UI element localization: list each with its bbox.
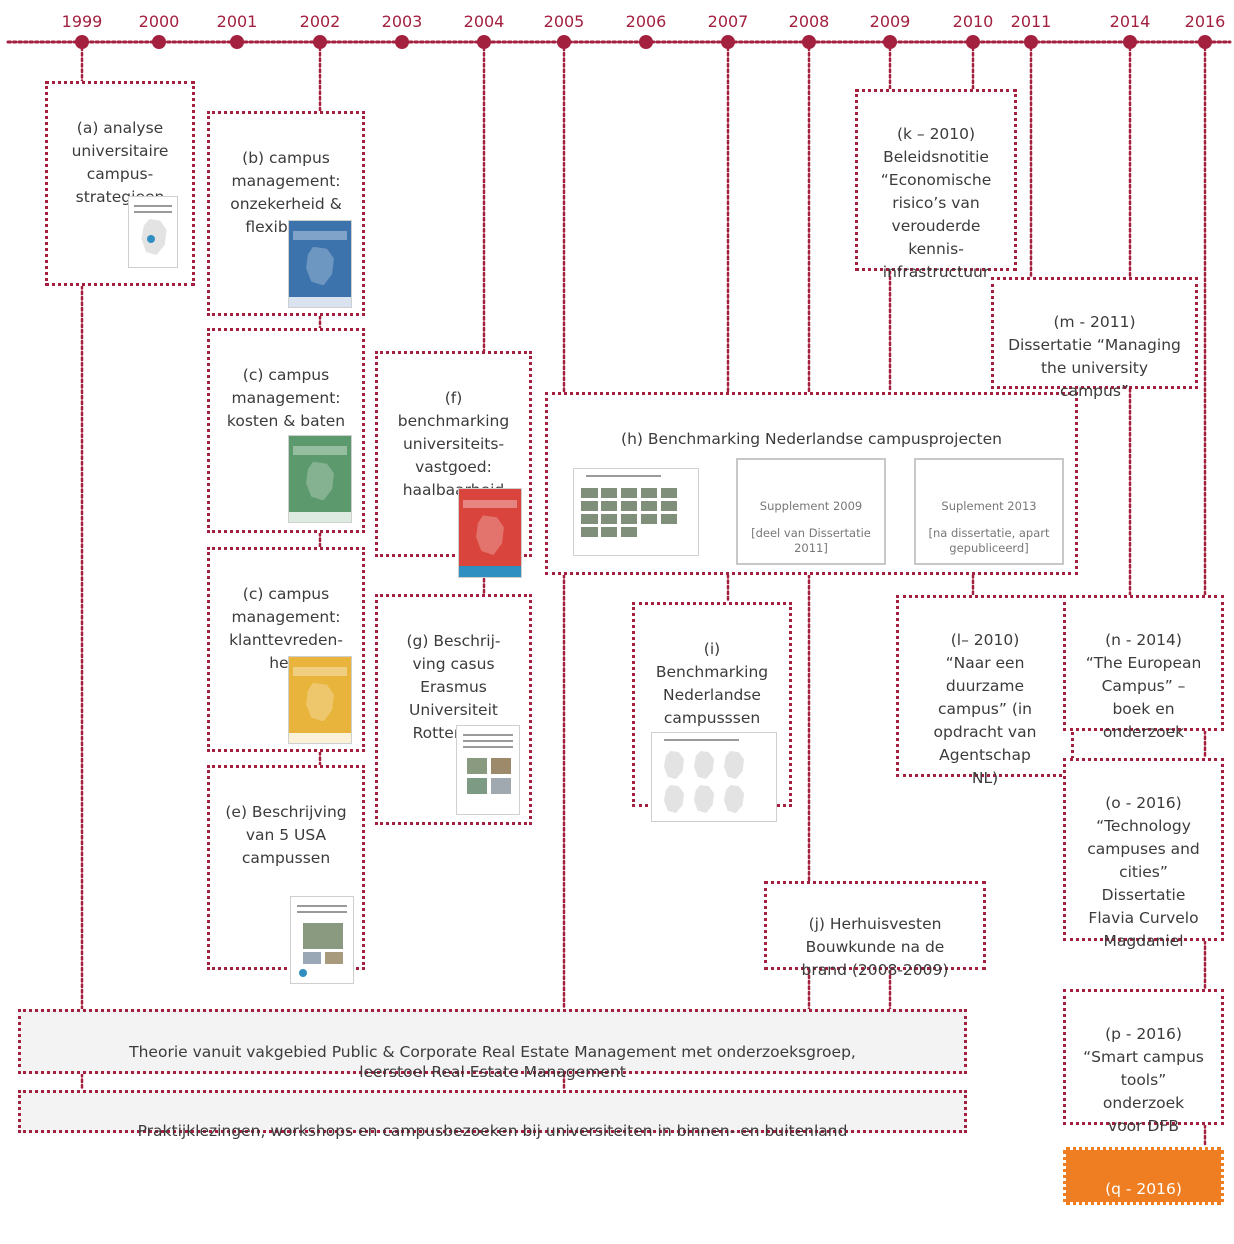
- box-f-benchmarking-feasibility: (f) benchmarking universiteits- vastgoed…: [375, 351, 532, 578]
- year-marker-2001: [230, 35, 244, 49]
- book-cover-c1: [288, 435, 352, 523]
- box-a-campus-strategy-analysis: (a) analyse universitaire campus- strate…: [45, 81, 195, 286]
- box-b-uncertainty-flexibility: (b) campus management: onzekerheid & fle…: [207, 111, 365, 316]
- box-c-customer-satisfaction: (c) campus management: klanttevreden- he…: [207, 547, 365, 752]
- box-o-text: (o - 2016) “Technology campuses and citi…: [1087, 794, 1200, 950]
- report-cover-g: [456, 725, 520, 815]
- year-label-2006: 2006: [625, 12, 667, 31]
- box-e-text: (e) Beschrijving van 5 USA campussen: [225, 803, 347, 867]
- supplement-2013-card: Suplement 2013 [na dissertatie, apart gep…: [914, 458, 1064, 565]
- book-cover-c2: [288, 656, 352, 744]
- year-label-2016: 2016: [1184, 12, 1226, 31]
- box-n-european-campus: (n - 2014) “The European Campus” – boek …: [1063, 595, 1224, 741]
- year-label-2009: 2009: [869, 12, 911, 31]
- box-k-policy-note: (k – 2010) Beleidsnotitie “Economische r…: [855, 89, 1017, 281]
- year-marker-2000: [152, 35, 166, 49]
- year-marker-2007: [721, 35, 735, 49]
- year-marker-2008: [802, 35, 816, 49]
- book-cover-b: [288, 220, 352, 308]
- box-n-text: (n - 2014) “The European Campus” – boek …: [1085, 631, 1202, 741]
- box-l-sustainable-campus: (l– 2010) “Naar een duurzame campus” (in…: [896, 595, 1074, 787]
- box-f-text: (f) benchmarking universiteits- vastgoed…: [397, 389, 510, 499]
- box-k-text: (k – 2010) Beleidsnotitie “Economische r…: [880, 125, 992, 281]
- year-label-2007: 2007: [707, 12, 749, 31]
- box-e-usa-campuses: (e) Beschrijving van 5 USA campussen: [207, 765, 365, 984]
- year-marker-2006: [639, 35, 653, 49]
- year-marker-1999: [75, 35, 89, 49]
- report-cover-i: [651, 732, 777, 822]
- year-label-2001: 2001: [216, 12, 258, 31]
- box-c-costs-benefits: (c) campus management: kosten & baten: [207, 328, 365, 533]
- box-h-benchmarking-campus-projects: (h) Benchmarking Nederlandse campusproje…: [545, 392, 1078, 575]
- supplement-2013-note: [na dissertatie, apart gepubliceerd]: [928, 526, 1050, 555]
- band-theory-text: Theorie vanuit vakgebied Public & Corpor…: [129, 1043, 856, 1081]
- box-i-benchmarking-campuses: (i) Benchmarking Nederlandse campusssen: [632, 602, 792, 822]
- box-j-text: (j) Herhuisvesten Bouwkunde na de brand …: [801, 915, 949, 979]
- box-g-erasmus-case: (g) Beschrij- ving casus Erasmus Univers…: [375, 594, 532, 825]
- box-o-technology-campuses: (o - 2016) “Technology campuses and citi…: [1063, 758, 1224, 950]
- year-marker-2011: [1024, 35, 1038, 49]
- box-c2-text: (c) campus management: klanttevreden- he…: [229, 585, 343, 672]
- year-label-2000: 2000: [138, 12, 180, 31]
- box-m-text: (m - 2011) Dissertatie “Managing the uni…: [1008, 313, 1181, 400]
- year-marker-2004: [477, 35, 491, 49]
- band-theory: Theorie vanuit vakgebied Public & Corpor…: [18, 1009, 967, 1081]
- year-marker-2016: [1198, 35, 1212, 49]
- timeline-diagram: 1999 2000 2001 2002 2003 2004 2005 2006 …: [6, 12, 1232, 1220]
- year-marker-2014: [1123, 35, 1137, 49]
- supplement-2013-title: Suplement 2013: [941, 499, 1037, 513]
- book-cover-f: [458, 488, 522, 578]
- box-p-smart-campus-tools: (p - 2016) “Smart campus tools” onderzoe…: [1063, 989, 1224, 1135]
- year-label-2005: 2005: [543, 12, 585, 31]
- box-l-text: (l– 2010) “Naar een duurzame campus” (in…: [933, 631, 1037, 787]
- year-label-2014: 2014: [1109, 12, 1151, 31]
- box-i-text: (i) Benchmarking Nederlandse campusssen: [655, 640, 769, 727]
- box-h-text: (h) Benchmarking Nederlandse campusproje…: [621, 430, 1002, 448]
- supplement-2009-note: [deel van Dissertatie 2011]: [751, 526, 871, 555]
- year-label-2003: 2003: [381, 12, 423, 31]
- supplement-2009-card: Supplement 2009 [deel van Dissertatie 201…: [736, 458, 886, 565]
- report-cover-h: [573, 468, 699, 556]
- year-marker-2009: [883, 35, 897, 49]
- report-cover-a: [128, 196, 178, 268]
- supplement-2009-title: Supplement 2009: [759, 499, 863, 513]
- box-j-rehousing-architecture: (j) Herhuisvesten Bouwkunde na de brand …: [764, 881, 986, 979]
- year-marker-2002: [313, 35, 327, 49]
- year-marker-2010: [966, 35, 980, 49]
- box-c1-text: (c) campus management: kosten & baten: [226, 366, 346, 430]
- report-cover-e: [290, 896, 354, 984]
- year-marker-2005: [557, 35, 571, 49]
- band-practice: Praktijklezingen, workshops en campusbez…: [18, 1090, 967, 1140]
- year-label-2004: 2004: [463, 12, 505, 31]
- year-label-2002: 2002: [299, 12, 341, 31]
- band-practice-text: Praktijklezingen, workshops en campusbez…: [137, 1122, 848, 1140]
- year-label-1999: 1999: [61, 12, 103, 31]
- box-p-text: (p - 2016) “Smart campus tools” onderzoe…: [1083, 1025, 1204, 1135]
- box-m-dissertation: (m - 2011) Dissertatie “Managing the uni…: [991, 277, 1198, 400]
- year-label-2011: 2011: [1010, 12, 1052, 31]
- box-q-campus-nl: (q - 2016) “Campus NL”: [1063, 1147, 1224, 1220]
- year-label-2008: 2008: [788, 12, 830, 31]
- year-label-2010: 2010: [952, 12, 994, 31]
- year-marker-2003: [395, 35, 409, 49]
- box-q-text: (q - 2016) “Campus NL”: [1093, 1180, 1194, 1220]
